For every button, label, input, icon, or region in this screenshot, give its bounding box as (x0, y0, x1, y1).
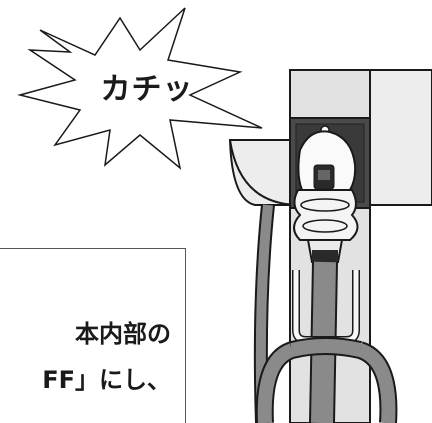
sound-effect-text: カチッ (100, 72, 194, 107)
connector-body (293, 189, 359, 241)
instruction-line-2: FF」にし、 (42, 366, 171, 394)
housing-curve (229, 139, 301, 206)
instruction-line-1: 本内部の (75, 320, 171, 348)
instruction-box: 本内部の FF」にし、 (0, 248, 186, 423)
connector-head (297, 130, 357, 191)
speech-burst-icon (17, 7, 263, 170)
